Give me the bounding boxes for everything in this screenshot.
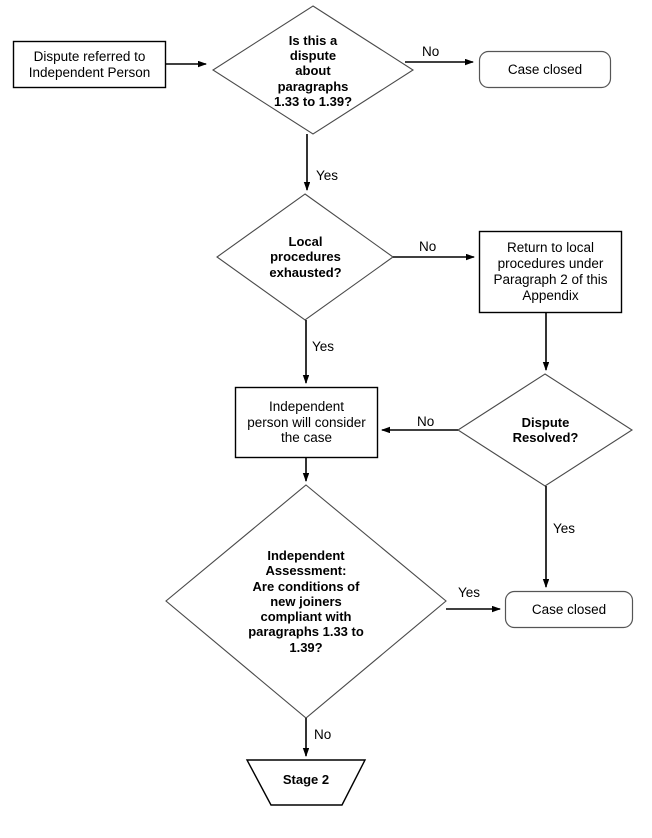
shape-case-closed-top[interactable] (478, 50, 612, 89)
shape-consider-case[interactable] (234, 386, 379, 459)
shape-stage-two[interactable] (245, 759, 367, 806)
shape-case-closed-bottom[interactable] (504, 590, 634, 629)
edge-label-local-yes: Yes (312, 339, 335, 354)
shape-decision-resolved[interactable] (456, 373, 634, 487)
shape-return-local[interactable] (478, 230, 623, 314)
edge-label-paragraphs-no: No (422, 44, 440, 59)
shape-decision-assessment[interactable] (165, 484, 447, 719)
shape-start[interactable] (12, 40, 167, 89)
shape-decision-local[interactable] (216, 193, 394, 321)
edge-label-local-no: No (419, 239, 437, 254)
shape-decision-paragraphs[interactable] (211, 5, 415, 135)
edge-label-resolved-yes: Yes (553, 521, 576, 536)
edge-label-resolved-no: No (417, 414, 435, 429)
edge-label-assessment-yes: Yes (458, 585, 481, 600)
edge-label-paragraphs-yes: Yes (316, 168, 339, 183)
edge-label-assessment-no: No (314, 727, 332, 742)
